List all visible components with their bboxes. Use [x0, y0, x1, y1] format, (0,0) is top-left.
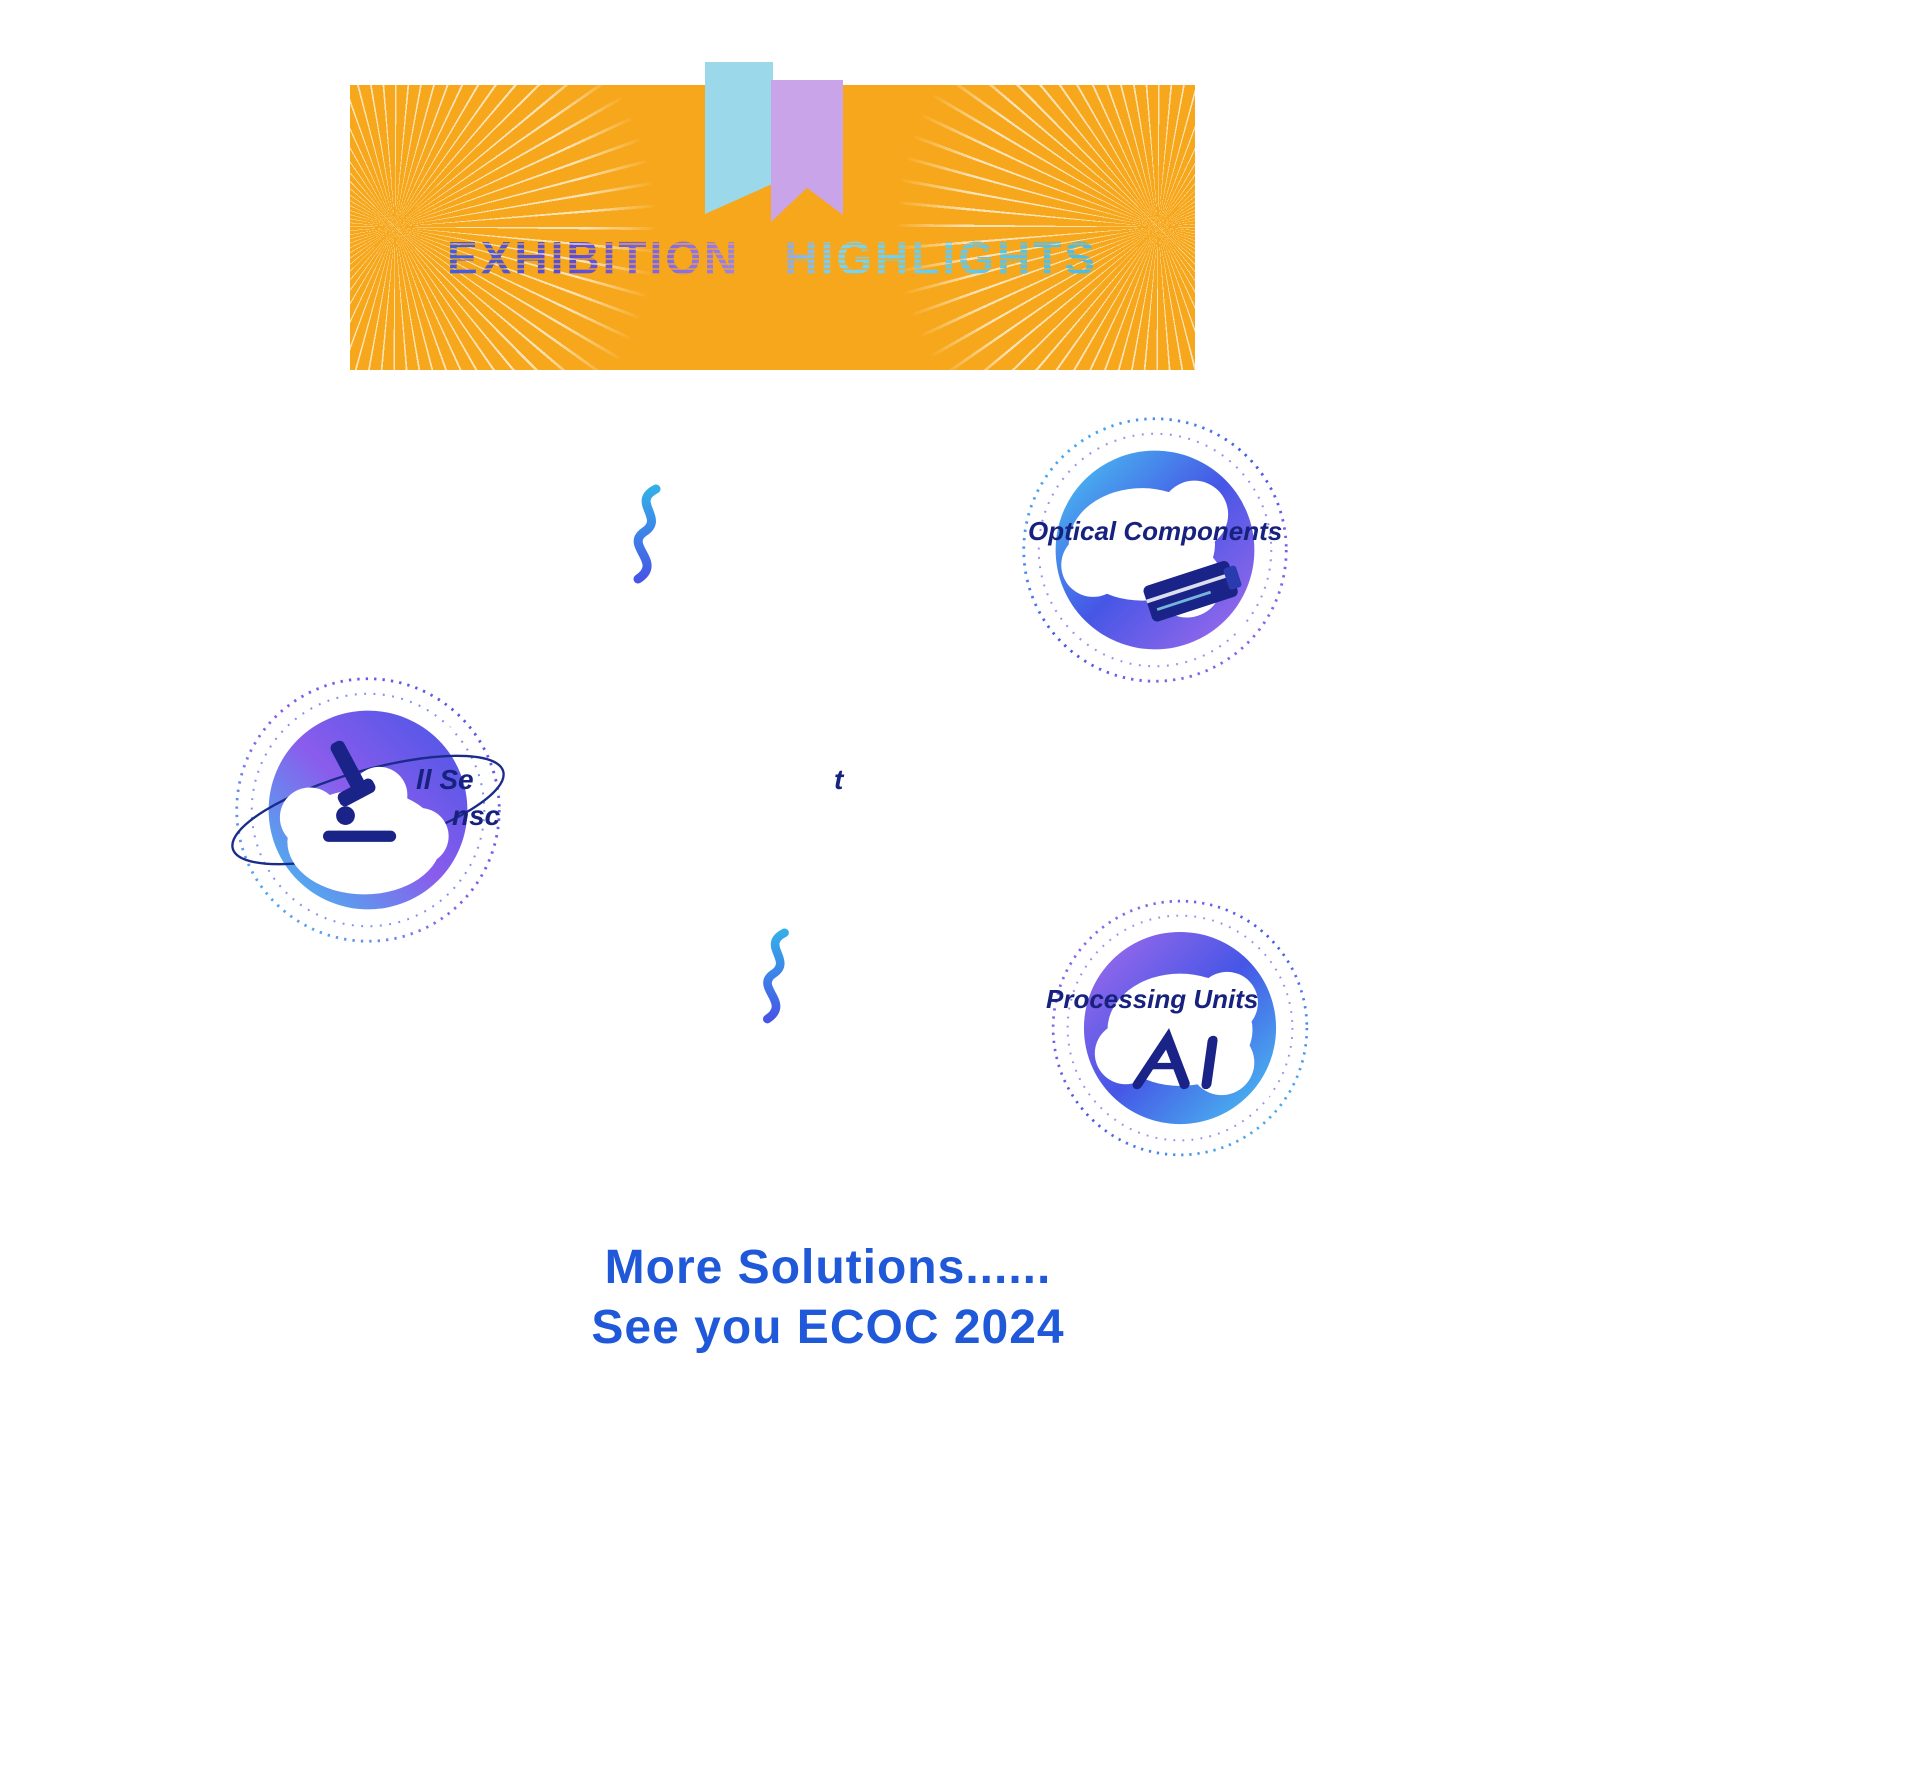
transceiver-icon	[1143, 560, 1242, 622]
processing-units-illustration	[1051, 899, 1309, 1157]
footer-line-more-solutions: More Solutions......	[604, 1241, 1052, 1294]
processing-units-badge	[1035, 883, 1325, 1173]
transceivers-badge	[218, 660, 518, 960]
ai-chip-icon	[1132, 1028, 1218, 1090]
caption-transceivers-fragment-1: ll Se	[416, 764, 474, 795]
footer-line-see-you-ecoc: See you ECOC 2024	[591, 1301, 1065, 1354]
footer-text: More Solutions...... See you ECOC 2024	[328, 1238, 1328, 1358]
ribbon-left-fold	[705, 62, 773, 214]
caption-optical-components: Optical Components	[1028, 516, 1283, 546]
ribbon-right-fold	[771, 80, 843, 222]
caption-processing-units: Processing Units	[1046, 984, 1259, 1014]
banner-title-word-exhibition: EXHIBITION	[447, 232, 741, 284]
sunburst-left-decoration	[350, 85, 655, 370]
blue-squiggle-decoration-2	[752, 928, 798, 1024]
banner-title-word-highlights: HIGHLIGHTS	[784, 232, 1098, 284]
sunburst-right-decoration	[898, 85, 1195, 370]
blue-squiggle-decoration-1	[622, 484, 670, 584]
optical-components-illustration	[1022, 417, 1288, 683]
ribbon-bookmark	[705, 62, 845, 224]
cloud-shape	[1094, 971, 1258, 1096]
inspection-device-icon	[323, 740, 397, 842]
caption-transceivers-fragment-3: nsc	[452, 800, 501, 831]
banner-title: EXHIBITION HIGHLIGHTS	[350, 235, 1195, 281]
optical-components-badge	[1005, 400, 1305, 700]
caption-transceivers-fragment-2: t	[834, 764, 844, 795]
transceivers-illustration	[231, 677, 505, 943]
